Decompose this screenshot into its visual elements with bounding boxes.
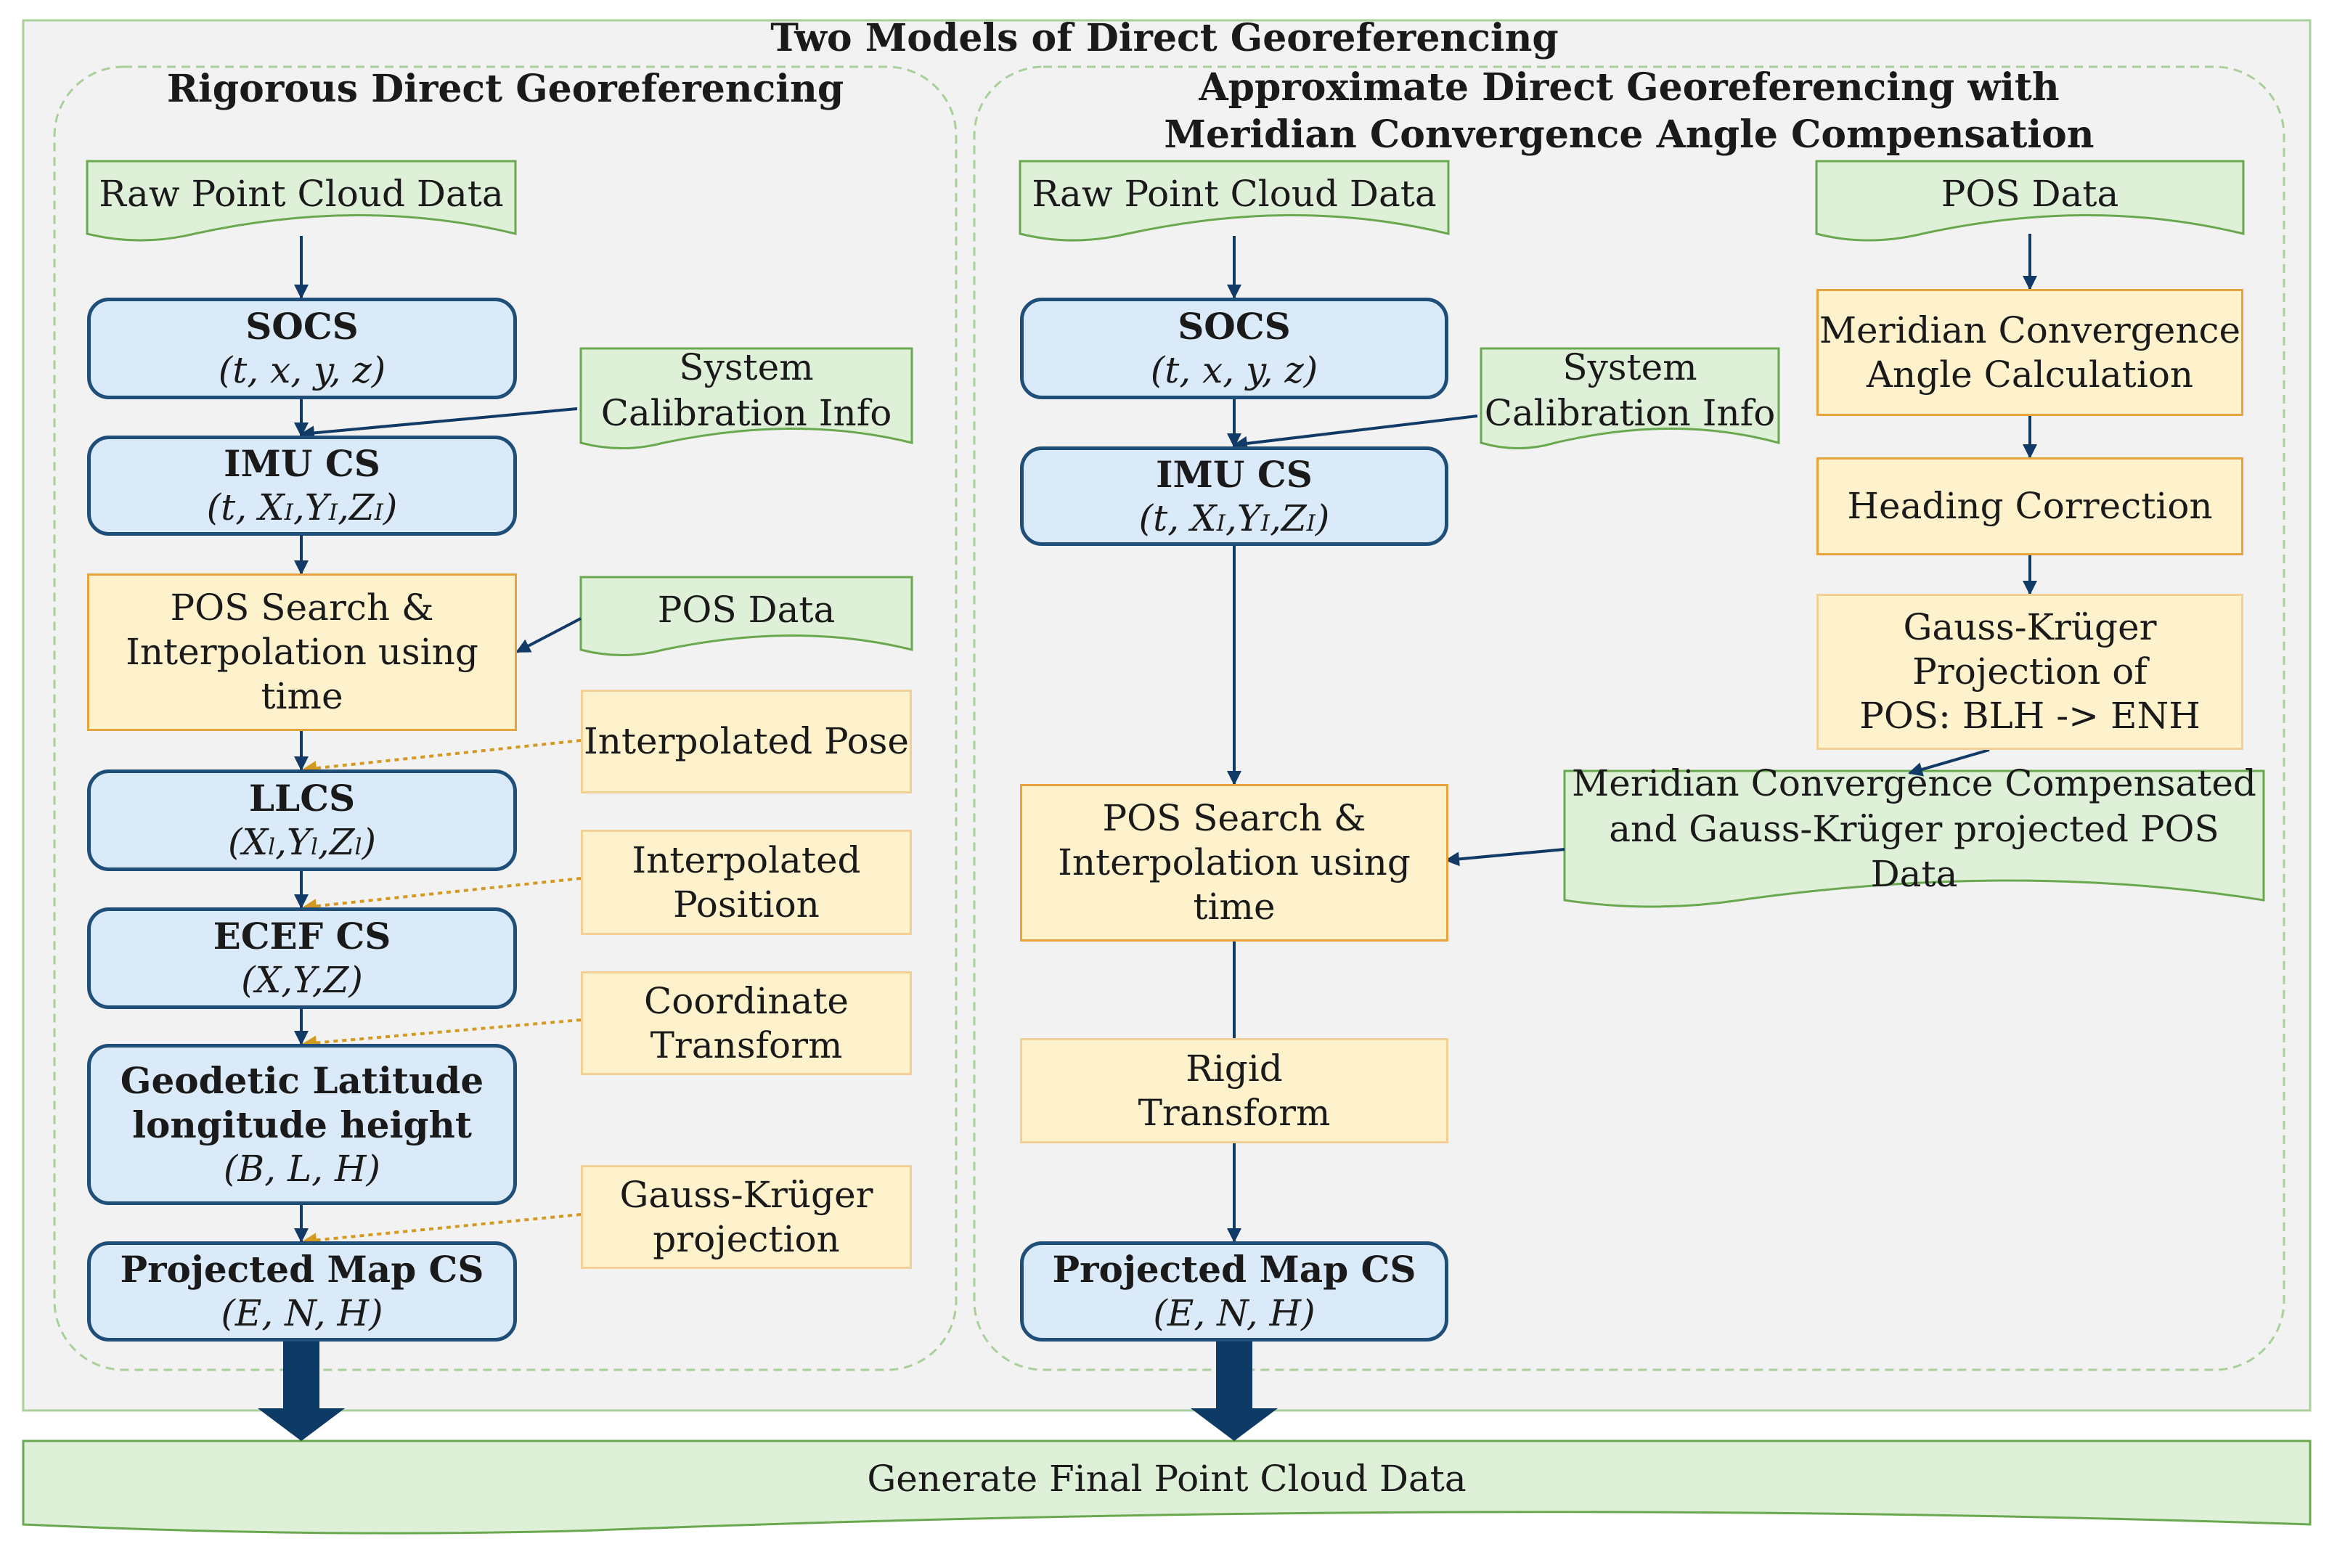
left-geodetic-node[interactable]: Geodetic Latitude longitude height (B, L… [87,1044,517,1205]
right-raw-data-shape [1019,160,1450,242]
right-imu-node[interactable]: IMU CS (t, XI,YI,ZI) [1020,446,1448,546]
final-output: Generate Final Point Cloud Data [867,1458,1467,1500]
gauss-kruger-pos-node[interactable]: Gauss-Krüger Projection of POS: BLH -> E… [1816,594,2243,750]
left-socs-node[interactable]: SOCS (t, x, y, z) [87,298,517,399]
right-calib-info: System Calibration Info [1484,346,1776,434]
left-pos-search-node[interactable]: POS Search & Interpolation using time [87,573,517,731]
right-pos-data: POS Data [1941,172,2119,215]
right-pos-data-shape [1815,160,2245,242]
left-ecef-node[interactable]: ECEF CS (X,Y,Z) [87,907,517,1009]
rigid-transform-node[interactable]: Rigid Transform [1020,1038,1448,1143]
left-panel-border [53,65,958,1371]
right-socs-node[interactable]: SOCS (t, x, y, z) [1020,298,1448,399]
main-title: Two Models of Direct Georeferencing [770,16,1559,60]
right-final-arrow [1191,1342,1278,1441]
left-pos-data: POS Data [657,588,836,631]
right-pos-search-node[interactable]: POS Search & Interpolation using time [1020,784,1448,942]
left-final-arrow [258,1342,345,1441]
left-raw-data-shape [86,160,517,242]
compensated-shape [1563,769,2265,908]
left-calib-shape [579,347,913,449]
right-projected-map-node[interactable]: Projected Map CS (E, N, H) [1020,1241,1448,1342]
heading-correction-node[interactable]: Heading Correction [1816,457,2243,555]
left-imu-node[interactable]: IMU CS (t, XI,YI,ZI) [87,436,517,536]
right-panel-border [973,65,2285,1371]
left-pos-data-shape [579,576,913,656]
right-raw-data: Raw Point Cloud Data [1032,172,1437,215]
coordinate-transform-node[interactable]: Coordinate Transform [581,971,912,1075]
interpolated-pose-node[interactable]: Interpolated Pose [581,690,912,793]
right-calib-shape [1480,347,1780,449]
interpolated-position-node[interactable]: Interpolated Position [581,830,912,935]
gauss-kruger-projection-node[interactable]: Gauss-Krüger projection [581,1165,912,1269]
left-panel-title: Rigorous Direct Georeferencing [166,67,844,111]
compensated-pos-data: Meridian Convergence Compensated and Gau… [1572,762,2256,896]
meridian-angle-calc-node[interactable]: Meridian Convergence Angle Calculation [1816,289,2243,416]
right-panel-title: Approximate Direct Georeferencing with M… [1164,65,2095,157]
left-calib-info: System Calibration Info [600,346,892,434]
final-shape [22,1440,2312,1535]
left-projected-map-node[interactable]: Projected Map CS (E, N, H) [87,1241,517,1342]
left-llcs-node[interactable]: LLCS (Xl,Yl,Zl) [87,769,517,871]
left-raw-data: Raw Point Cloud Data [99,172,504,215]
